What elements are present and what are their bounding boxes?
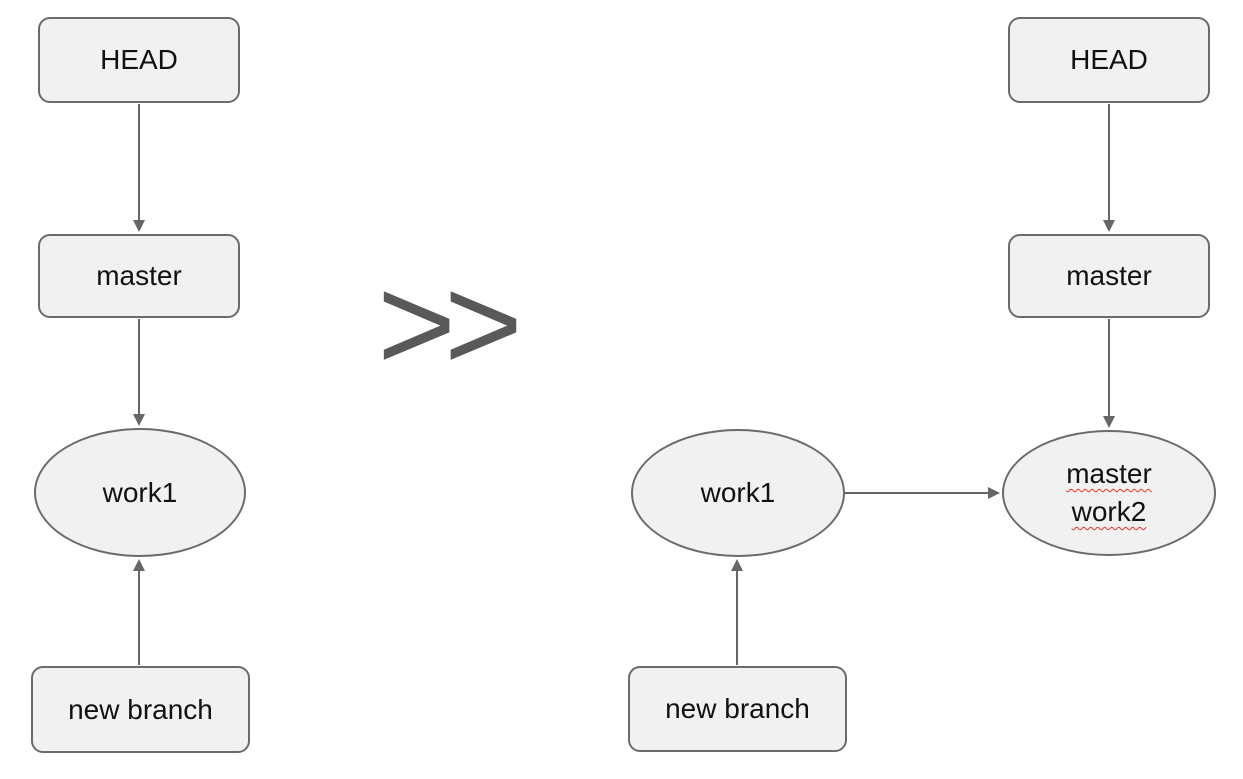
- node-master-work2-right[interactable]: master work2: [1002, 430, 1216, 556]
- node-newbranch-left[interactable]: new branch: [31, 666, 250, 753]
- node-head-right-label: HEAD: [1070, 44, 1148, 75]
- node-head-left-label: HEAD: [100, 44, 178, 75]
- merged-label-line1: master: [1066, 458, 1152, 489]
- node-head-right[interactable]: HEAD: [1008, 17, 1210, 103]
- node-work1-left-label: work1: [102, 476, 178, 508]
- node-master-right-label: master: [1066, 260, 1152, 291]
- merged-label-line2: work2: [1071, 496, 1147, 527]
- node-master-work2-label: master work2: [1066, 455, 1152, 531]
- node-newbranch-left-label: new branch: [68, 693, 213, 725]
- node-newbranch-right-label: new branch: [665, 693, 810, 724]
- node-master-left[interactable]: master: [38, 234, 240, 318]
- node-work1-left[interactable]: work1: [34, 428, 246, 557]
- node-work1-right[interactable]: work1: [631, 429, 845, 557]
- node-master-left-label: master: [96, 260, 182, 291]
- transition-chevrons: >>: [377, 247, 523, 399]
- node-head-left[interactable]: HEAD: [38, 17, 240, 103]
- node-newbranch-right[interactable]: new branch: [628, 666, 847, 752]
- node-work1-right-label: work1: [700, 477, 776, 508]
- node-master-right[interactable]: master: [1008, 234, 1210, 318]
